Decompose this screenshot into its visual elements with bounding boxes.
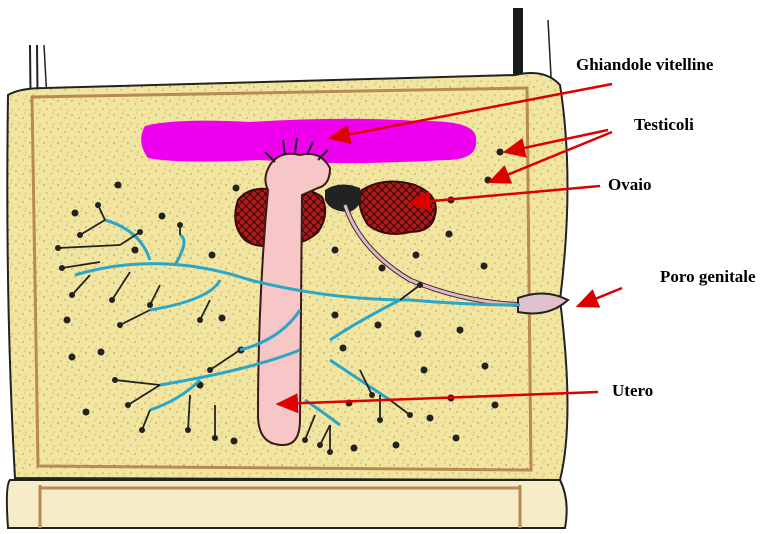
label-ghiandole-vitelline: Ghiandole vitelline: [576, 55, 714, 74]
label-poro-genitale: Poro genitale: [660, 267, 756, 286]
label-utero: Utero: [612, 381, 653, 400]
label-ovaio: Ovaio: [608, 175, 651, 194]
arrow-poro: [578, 288, 622, 306]
label-testicoli: Testicoli: [634, 115, 694, 134]
